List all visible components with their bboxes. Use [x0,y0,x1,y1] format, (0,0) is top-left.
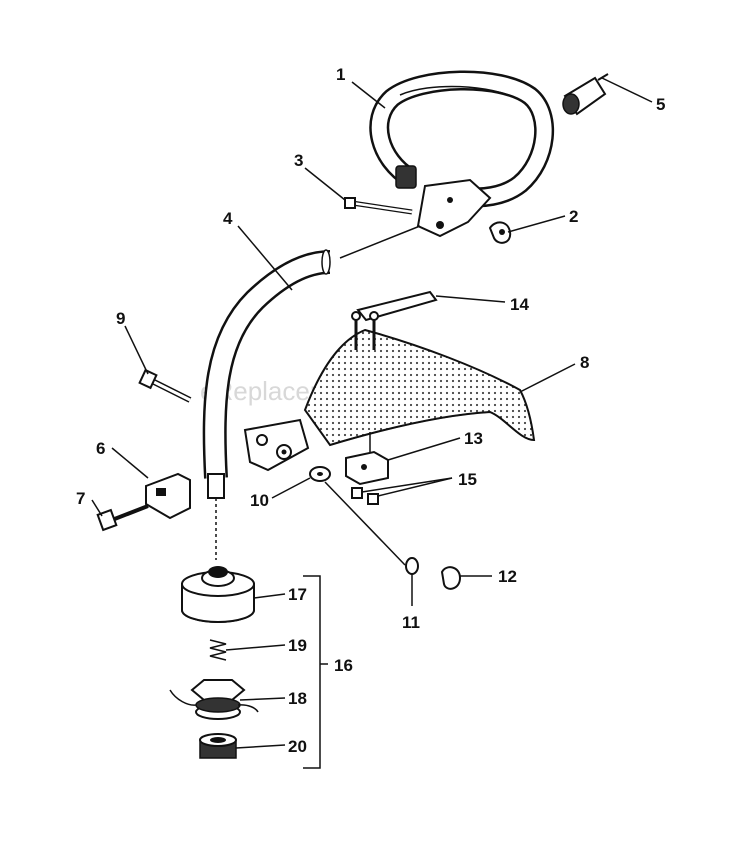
spring [209,639,227,661]
leader-lines [91,77,653,749]
callout-3: 3 [294,151,303,170]
washer-11 [405,557,419,575]
group-bracket [303,575,321,769]
spool [169,679,259,720]
callout-15: 15 [458,470,477,489]
handle-screw [344,197,413,215]
callout-12: 12 [498,567,517,586]
clamp-screw [96,504,149,532]
guard-nuts [351,487,379,505]
callout-17: 17 [288,585,307,604]
debris-guard [243,328,536,472]
callout-9: 9 [116,309,125,328]
callout-8: 8 [580,353,589,372]
drive-shaft [202,225,421,560]
washer-10 [309,466,406,566]
callout-18: 18 [288,689,307,708]
callout-7: 7 [76,489,85,508]
callout-14: 14 [510,295,529,314]
callout-13: 13 [464,429,483,448]
wing-nut-12 [440,566,462,590]
callout-19: 19 [288,636,307,655]
callout-11: 11 [402,613,420,632]
wing-nut [488,221,512,244]
callout-4: 4 [223,209,233,228]
callout-5: 5 [656,95,665,114]
shaft-clamp [145,472,191,520]
callout-10: 10 [250,491,269,510]
grip-end [562,73,609,116]
callout-2: 2 [569,207,578,226]
bump-knob [199,733,237,759]
guard-screws [351,290,438,350]
spool-housing [181,566,255,623]
callout-16: 16 [334,656,353,675]
callout-6: 6 [96,439,105,458]
callout-1: 1 [336,65,345,84]
bolt-9 [138,368,192,403]
callout-20: 20 [288,737,307,756]
guard-block [345,432,389,486]
